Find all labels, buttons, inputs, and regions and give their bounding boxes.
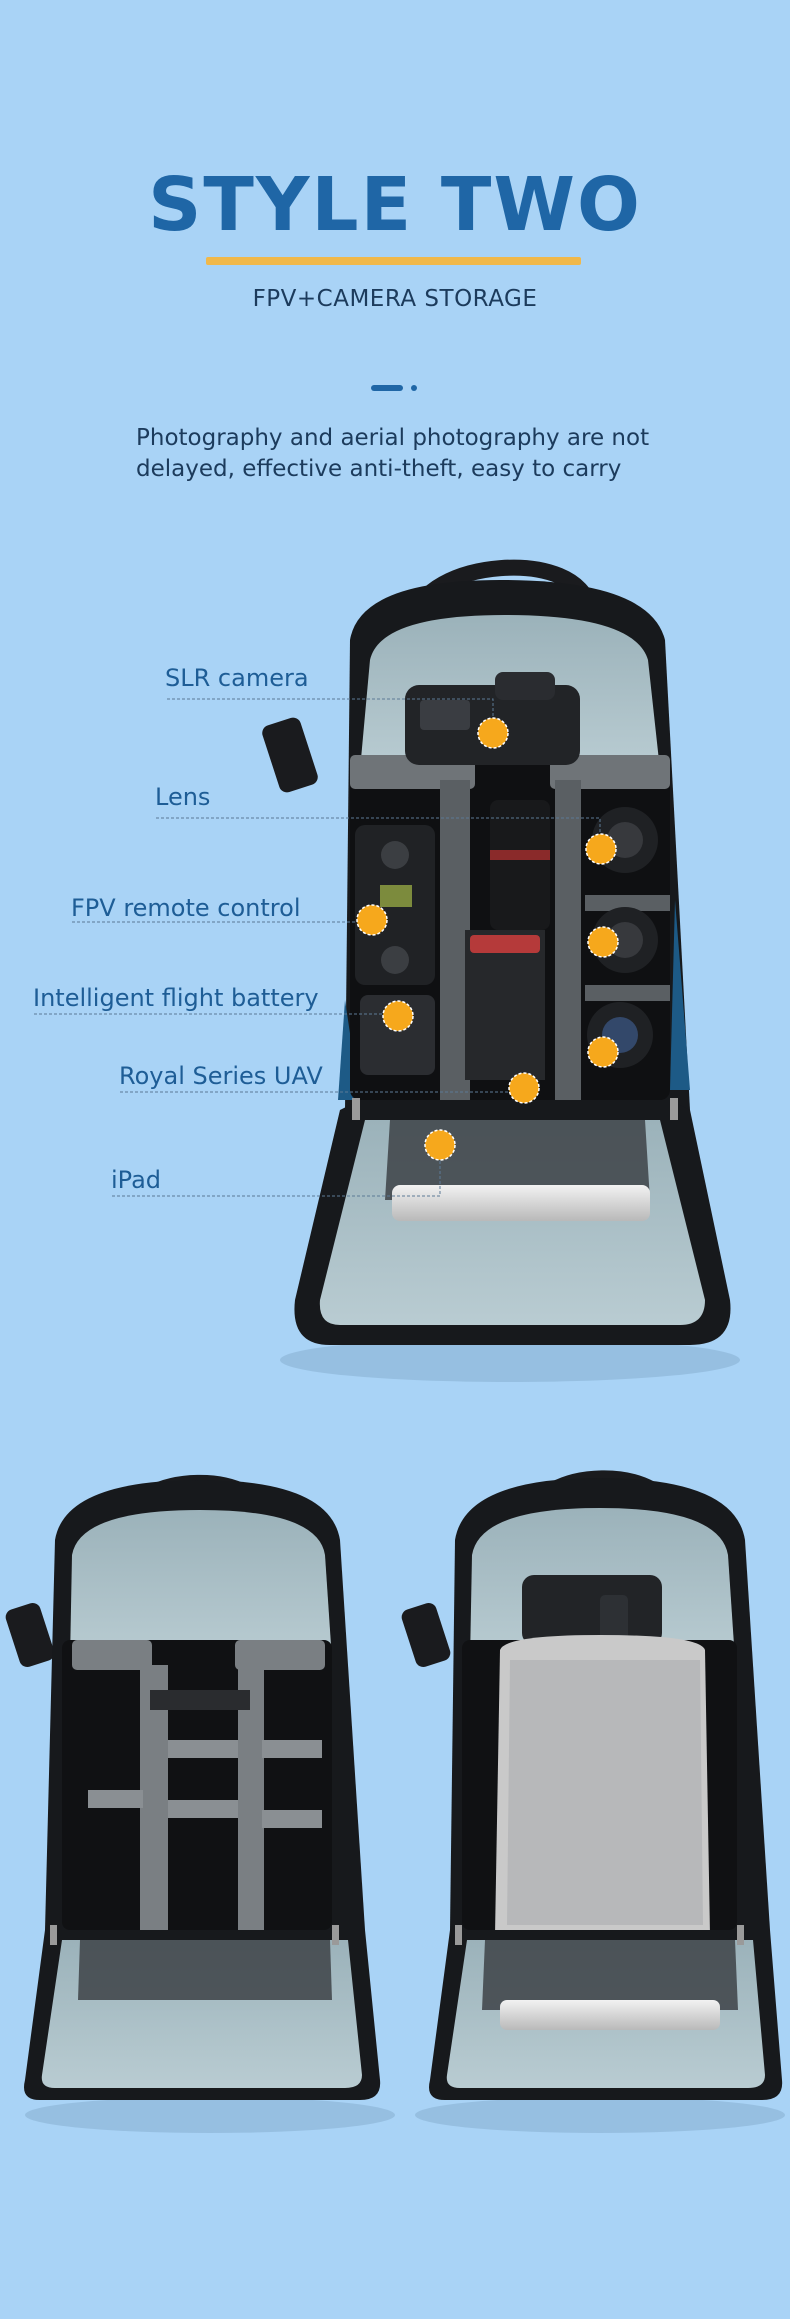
callout-lens: Lens — [155, 783, 211, 811]
callout-ipad: iPad — [111, 1166, 162, 1194]
mesh-panel-backpack — [401, 1470, 785, 2133]
empty-backpack — [5, 1474, 395, 2133]
callout-royal-series-uav: Royal Series UAV — [119, 1062, 323, 1090]
page-subtitle: FPV+CAMERA STORAGE — [252, 286, 538, 312]
callout-leader-lines — [34, 698, 601, 1197]
page-title: STYLE TWO — [148, 162, 642, 248]
callout-intelligent-flight-battery: Intelligent flight battery — [33, 984, 319, 1012]
section-divider-mark — [371, 385, 421, 393]
callout-slr-camera: SLR camera — [165, 664, 309, 692]
main-backpack — [262, 559, 740, 1382]
marker-dot-icon — [356, 717, 619, 1161]
divider-bar — [371, 385, 403, 391]
title-underline — [206, 257, 581, 265]
description-line-1: Photography and aerial photography are n… — [136, 425, 650, 451]
description-line-2: delayed, effective anti-theft, easy to c… — [136, 456, 622, 482]
product-description: Photography and aerial photography are n… — [136, 423, 696, 485]
divider-dot — [411, 385, 417, 391]
callout-fpv-remote-control: FPV remote control — [71, 894, 301, 922]
